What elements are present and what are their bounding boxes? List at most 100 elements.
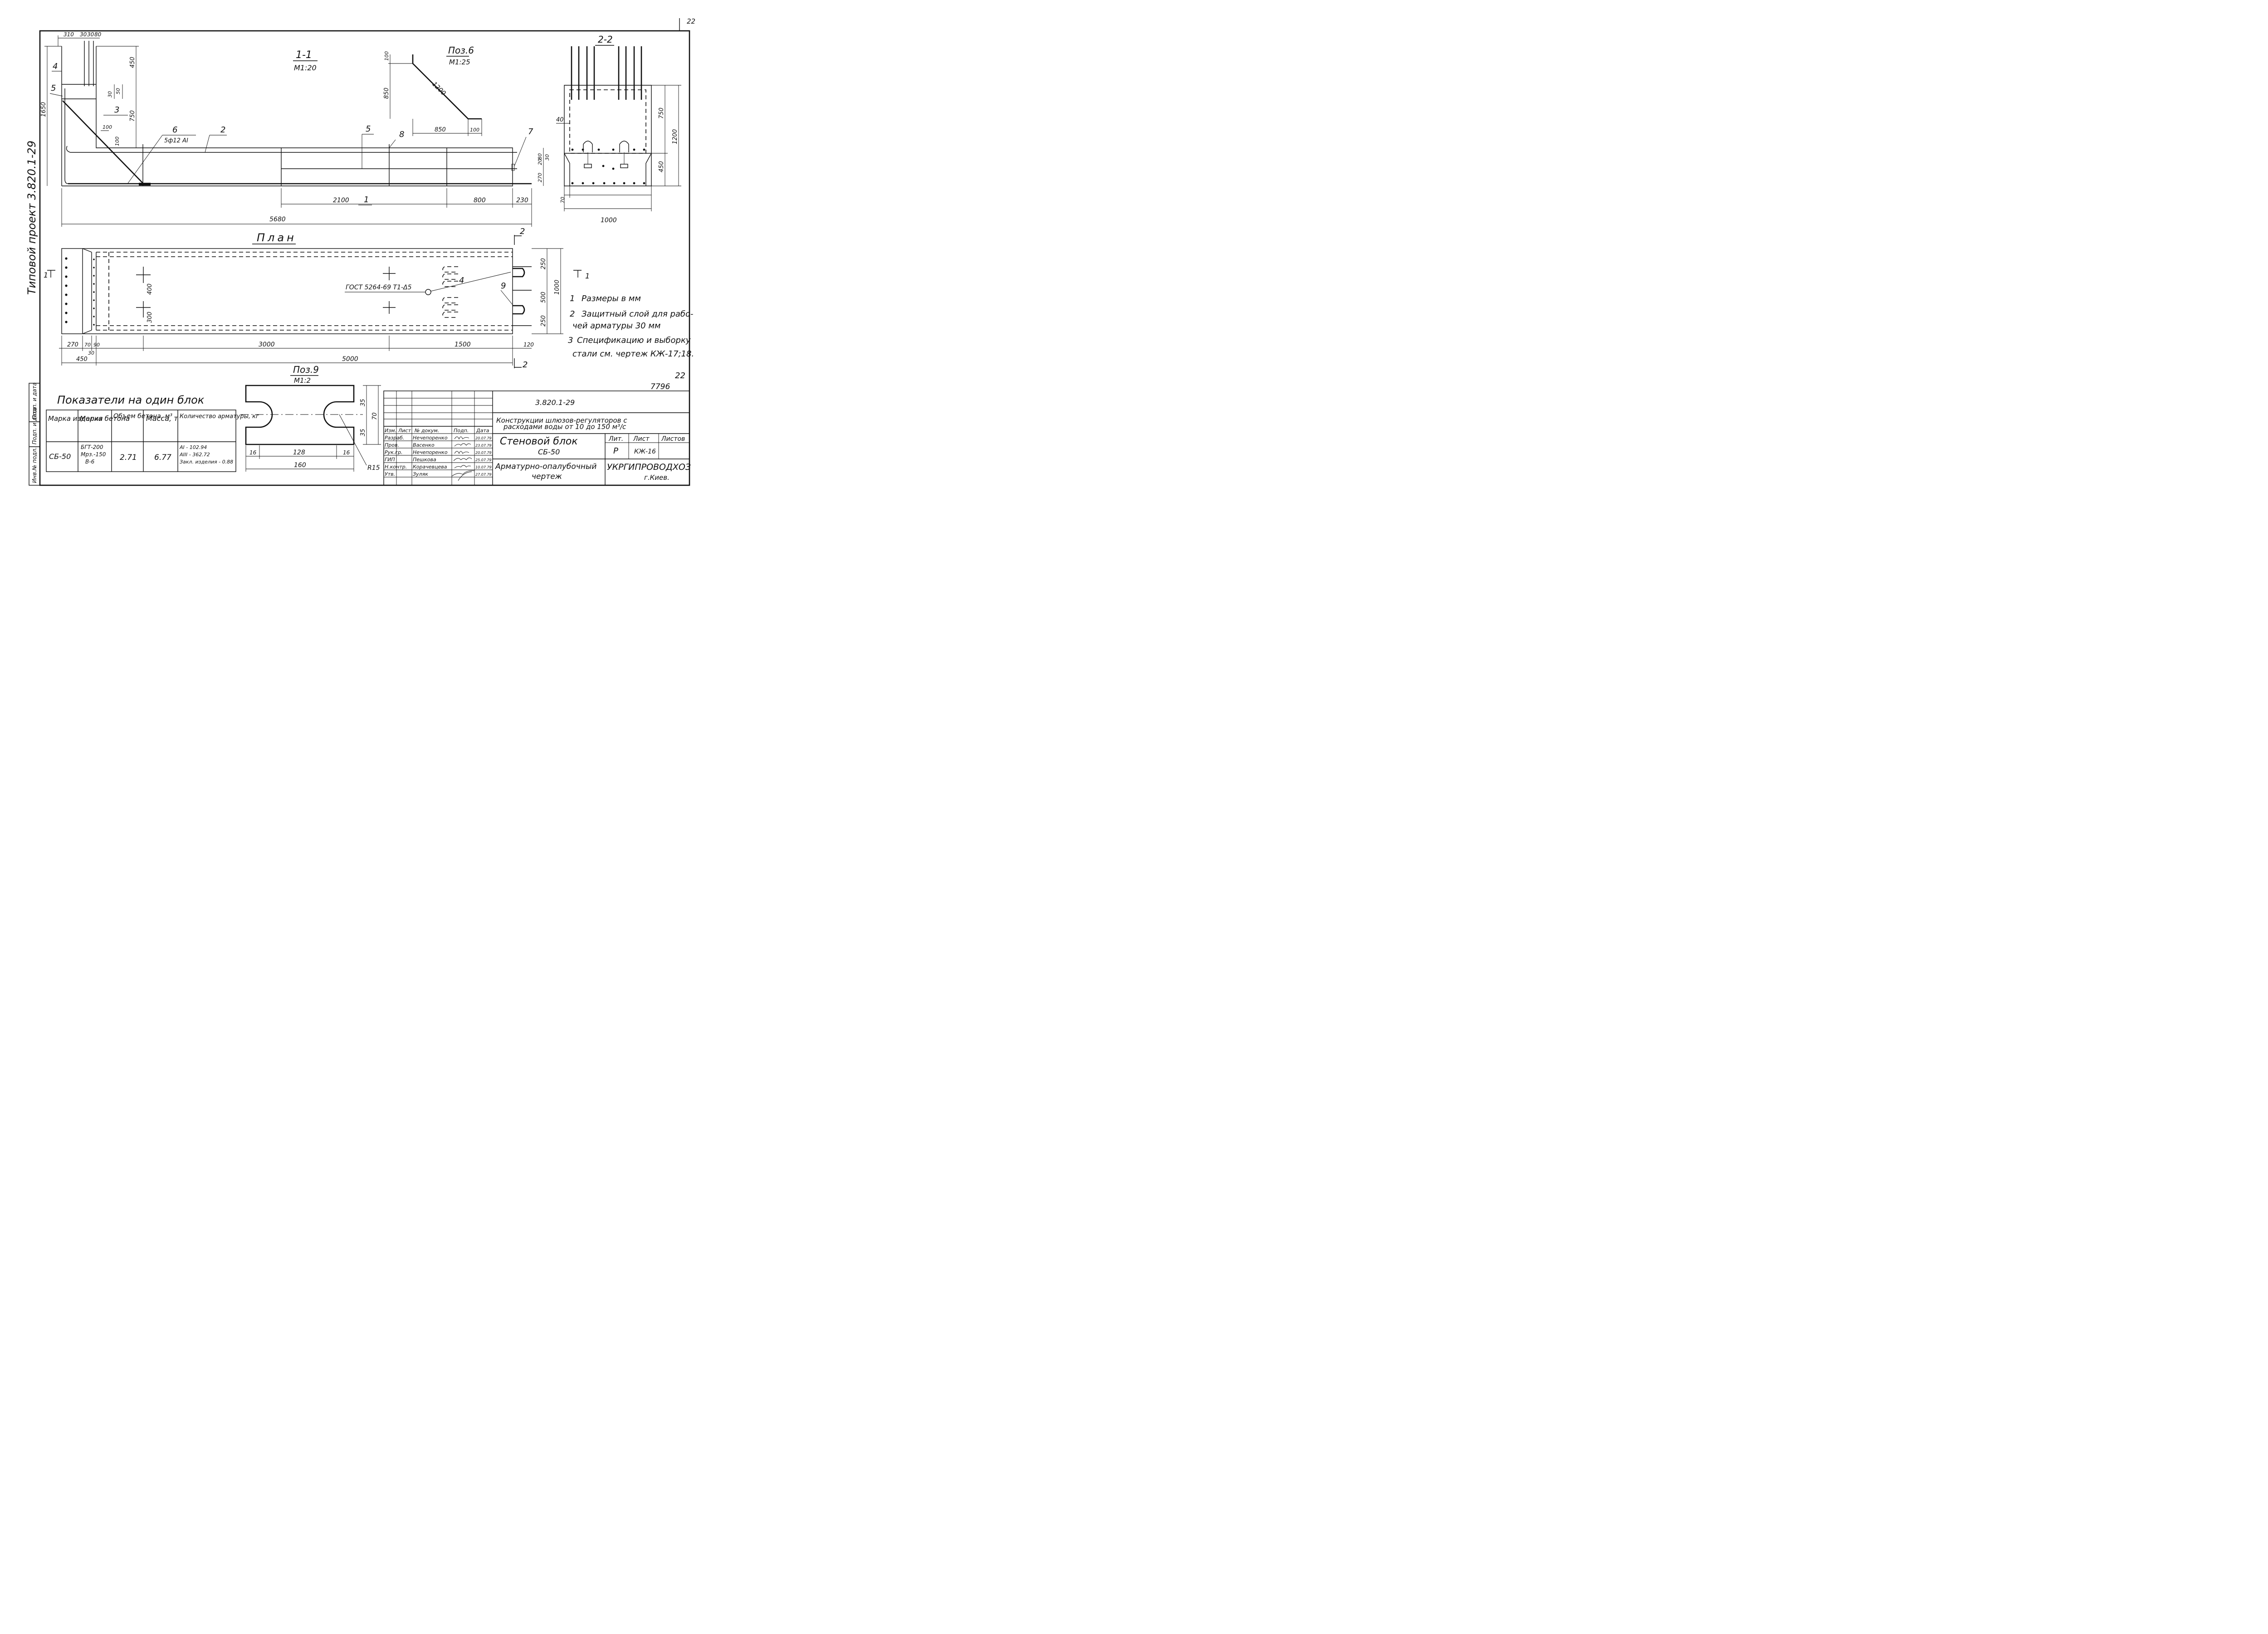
svg-text:20: 20 <box>537 159 543 165</box>
title-block: 3.820.1-29 Конструкции шлюзов-регуляторо… <box>383 390 691 486</box>
svg-text:850: 850 <box>435 127 446 133</box>
svg-text:16: 16 <box>249 449 257 456</box>
svg-text:Изм.: Изм. <box>385 428 396 434</box>
svg-text:чертеж: чертеж <box>532 472 562 481</box>
svg-text:3000: 3000 <box>259 341 275 348</box>
svg-text:5000: 5000 <box>342 356 358 363</box>
svg-text:10.07.79: 10.07.79 <box>475 465 492 469</box>
svg-text:2.71: 2.71 <box>120 453 137 462</box>
sheet-mark: 22 <box>675 371 685 380</box>
svg-text:Васенко: Васенко <box>413 442 435 448</box>
svg-text:Утв.: Утв. <box>385 471 395 477</box>
svg-text:230: 230 <box>516 197 528 204</box>
svg-text:Марка бетона: Марка бетона <box>80 415 130 423</box>
strip-label-2: Подп. и дата <box>31 407 38 444</box>
svg-text:20.07.79: 20.07.79 <box>475 451 492 455</box>
svg-text:450: 450 <box>658 161 665 172</box>
left-strip: Подп. и дата Подп. и дата Инв.№ подл. <box>29 382 40 486</box>
svg-text:80: 80 <box>537 153 543 160</box>
section-1-1-title: 1-1 <box>296 49 312 61</box>
svg-text:1200: 1200 <box>672 129 679 144</box>
svg-text:Листов: Листов <box>661 435 685 443</box>
svg-text:4: 4 <box>459 276 464 285</box>
svg-text:70: 70 <box>84 342 91 348</box>
svg-text:500: 500 <box>540 292 547 303</box>
svg-text:3: 3 <box>114 105 119 115</box>
svg-text:300: 300 <box>147 312 153 323</box>
svg-text:АIII - 362.72: АIII - 362.72 <box>179 452 210 458</box>
section-1-1: 1-1 М1:20 310 30 30 80 1650 <box>40 31 550 227</box>
svg-text:250: 250 <box>540 315 547 327</box>
svg-text:27.07.79: 27.07.79 <box>475 473 492 477</box>
svg-text:120: 120 <box>523 341 534 348</box>
section-2-2: 2-2 750 450 <box>556 34 681 224</box>
svg-text:128: 128 <box>293 449 305 456</box>
side-stamp: Типовой проект 3.820.1-29 <box>25 141 38 295</box>
page-number: 22 <box>687 17 695 25</box>
svg-text:№ докум.: № докум. <box>414 428 439 434</box>
project-code: 3.820.1-29 <box>535 398 575 407</box>
svg-text:БГТ-200: БГТ-200 <box>81 444 103 450</box>
svg-text:Лит.: Лит. <box>608 435 623 443</box>
svg-text:20.07.79: 20.07.79 <box>475 436 492 440</box>
section-2-2-title: 2-2 <box>598 34 613 45</box>
sheet-frame <box>39 30 690 486</box>
svg-text:5680: 5680 <box>269 216 286 223</box>
svg-text:1650: 1650 <box>40 102 47 117</box>
svg-text:750: 750 <box>129 110 136 122</box>
weld-callout: ГОСТ 5264-69 Т1-Δ5 <box>346 284 412 291</box>
svg-text:90: 90 <box>93 342 100 348</box>
pos9-detail: Поз.9 М1:2 35 70 35 16 128 16 160 R15 <box>240 364 381 472</box>
svg-text:30: 30 <box>544 154 550 161</box>
svg-text:5: 5 <box>366 124 371 134</box>
svg-text:2: 2 <box>523 360 528 370</box>
drawing-sheet: 22 Типовой проект 3.820.1-29 Подп. и дат… <box>25 17 695 486</box>
section-1-1-scale: М1:20 <box>294 63 317 72</box>
svg-text:Лист: Лист <box>398 428 411 434</box>
svg-text:1: 1 <box>364 195 369 205</box>
svg-text:Нечепоренко: Нечепоренко <box>413 435 448 441</box>
svg-text:310: 310 <box>64 31 74 38</box>
svg-text:1500: 1500 <box>455 341 471 348</box>
svg-text:35: 35 <box>360 399 367 406</box>
svg-text:Арматурно-опалубочный: Арматурно-опалубочный <box>495 462 596 471</box>
svg-text:8: 8 <box>399 130 404 139</box>
svg-text:50: 50 <box>115 88 121 94</box>
svg-text:80: 80 <box>94 31 102 38</box>
stage: Р <box>613 446 618 456</box>
plan-title: План <box>257 231 297 244</box>
svg-text:450: 450 <box>76 356 88 363</box>
svg-text:400: 400 <box>147 283 153 295</box>
svg-text:Марка изделия: Марка изделия <box>48 415 103 423</box>
svg-text:Масса, т: Масса, т <box>146 414 178 423</box>
svg-text:2: 2 <box>220 125 225 135</box>
svg-text:160: 160 <box>294 462 306 469</box>
strip-label-3: Инв.№ подл. <box>31 447 38 483</box>
svg-text:270: 270 <box>67 341 78 348</box>
svg-text:1000: 1000 <box>554 280 561 295</box>
svg-text:расходами воды от 10 до 150 м³: расходами воды от 10 до 150 м³/с <box>503 423 626 431</box>
svg-text:Защитный слой для рабо-: Защитный слой для рабо- <box>582 309 694 319</box>
svg-text:850: 850 <box>383 88 390 99</box>
svg-text:Количество арматуры, кг: Количество арматуры, кг <box>180 413 259 420</box>
svg-text:Конструкции шлюзов-регуляторов: Конструкции шлюзов-регуляторов с <box>496 416 627 424</box>
svg-text:Н.контр.: Н.контр. <box>385 464 407 470</box>
svg-text:800: 800 <box>474 197 486 204</box>
svg-text:Объем бетона, м³: Объем бетона, м³ <box>113 413 172 420</box>
svg-text:Рук.гр.: Рук.гр. <box>385 449 403 455</box>
svg-text:R15: R15 <box>367 464 380 472</box>
svg-text:16: 16 <box>343 449 350 456</box>
pos6-detail: Поз.6 М1:25 100 850 1200 850 100 <box>383 45 482 136</box>
inv-number: 7796 <box>650 382 670 391</box>
pos9-title: Поз.9 <box>293 364 319 375</box>
svg-text:Корачевцева: Корачевцева <box>413 464 447 470</box>
svg-text:Подп.: Подп. <box>454 428 469 434</box>
svg-text:25.07.79: 25.07.79 <box>475 458 492 462</box>
indicators-title: Показатели на один блок <box>57 394 205 406</box>
svg-text:23.07.79: 23.07.79 <box>475 444 492 448</box>
svg-text:5ф12 АI: 5ф12 АI <box>164 137 188 144</box>
svg-text:Спецификацию и выборку: Спецификацию и выборку <box>577 336 691 345</box>
svg-text:70: 70 <box>371 412 378 420</box>
svg-text:9: 9 <box>501 281 506 291</box>
svg-text:3: 3 <box>568 336 573 345</box>
